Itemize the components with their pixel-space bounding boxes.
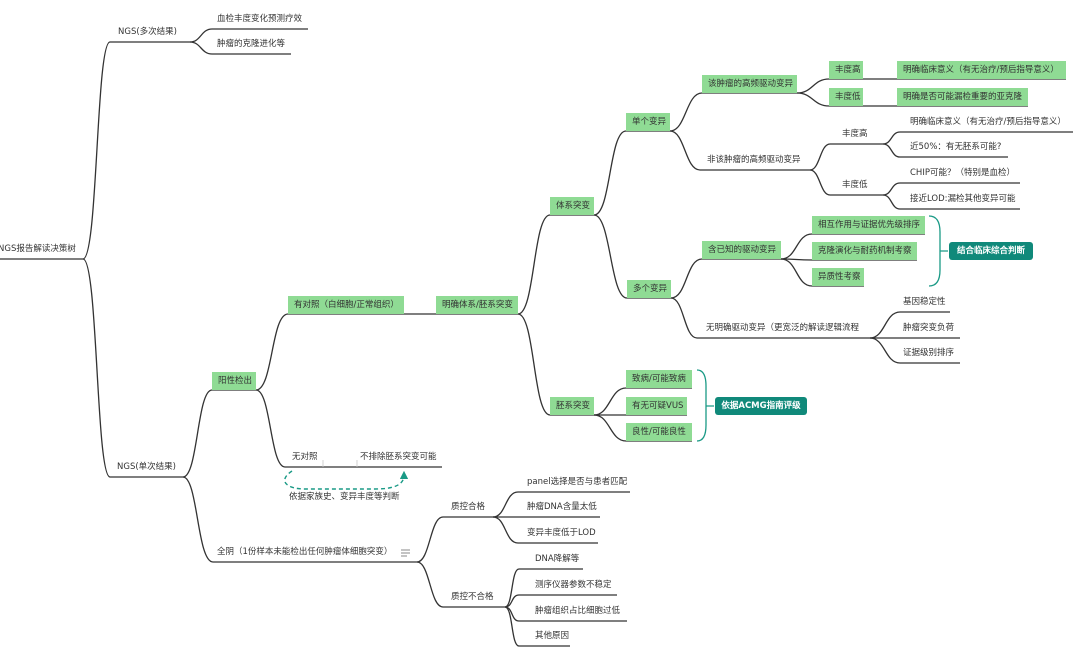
topic-no-driver-child[interactable]: 肿瘤突变负荷 [903,323,955,333]
topic-nt-abundance-low[interactable]: 丰度低 [842,180,868,190]
topic-known-driver-child[interactable]: 异质性考察 [812,268,864,286]
connector-somatic-multiple [593,214,671,299]
connector-known-child-1 [780,233,925,260]
topic-germline-possible[interactable]: 不排除胚系突变可能 [360,452,437,462]
topic-multiple-variants[interactable]: 多个变异 [627,280,671,298]
relationship-label[interactable]: 依据家族史、变异丰度等判断 [288,491,401,503]
topic-positive[interactable]: 阳性检出 [212,372,256,390]
connector-determine-somatic [517,214,594,315]
topic-qc-pass-child[interactable]: 变异丰度低于LOD [527,528,596,538]
summary-bracket-known-driver [928,215,948,287]
connector-qc-fail-child-4 [504,606,570,647]
topic-qc-fail[interactable]: 质控不合格 [451,592,494,602]
topic-multi-results[interactable]: NGS(多次结果) [118,27,177,37]
connector-non-tumor-low [809,169,883,196]
topic-qc-fail-child[interactable]: 肿瘤组织占比细胞过低 [535,606,621,616]
connector-known-child-2 [780,258,917,261]
connector-qc-pass-child-3 [492,516,598,544]
connector-determine-germline [517,313,594,416]
topic-multi-child[interactable]: 血检丰度变化预测疗效 [217,14,303,24]
topic-all-negative[interactable]: 全阴（1份样本未能检出任何肿瘤体细胞突变） [217,547,393,557]
topic-qc-fail-child[interactable]: 测序仪器参数不稳定 [535,580,612,590]
connector-multiple-no-driver [670,297,870,339]
connector-single-negative [182,476,417,563]
connector-positive-with-control [255,313,518,391]
topic-germline-child[interactable]: 有无可疑VUS [626,397,687,415]
connector-negative-qc-pass [416,516,493,563]
topic-germline-child[interactable]: 致病/可能致病 [626,370,692,388]
connector-no-driver-child-3 [869,337,960,364]
connector-germline-child-1 [593,387,692,416]
connector-single-non-tumor-driver [669,130,810,171]
topic-known-driver-child[interactable]: 克隆演化与耐药机制考察 [812,242,917,260]
topic-no-driver-child[interactable]: 证据级别排序 [903,348,955,358]
connector-no-driver-child-1 [869,311,950,339]
connector-negative-qc-fail [416,561,505,608]
topic-with-control[interactable]: 有对照（白细胞/正常组织） [288,296,404,314]
topic-non-tumor-driver[interactable]: 非该肿瘤的高频驱动变异 [707,155,801,165]
topic-nt-abundance-high[interactable]: 丰度高 [842,129,868,139]
topic-known-driver-child[interactable]: 相互作用与证据优先级排序 [812,216,925,234]
topic-qc-fail-child[interactable]: DNA降解等 [535,554,580,564]
connector-multi-child-1 [189,28,308,43]
topic-nt-high-child[interactable]: 近50%：有无胚系可能? [910,142,1002,152]
topic-nt-low-child[interactable]: 接近LOD:漏检其他变异可能 [910,194,1016,204]
topic-germline-child[interactable]: 良性/可能良性 [626,423,692,441]
topic-no-driver-child[interactable]: 基因稳定性 [903,297,946,307]
topic-nt-high-child[interactable]: 明确临床意义（有无治疗/预后指导意义） [910,117,1066,127]
connector-tumor-driver-high [796,78,1066,94]
topic-qc-pass-child[interactable]: 肿瘤DNA含量太低 [527,502,597,512]
topic-qc-fail-child[interactable]: 其他原因 [535,631,570,641]
connector-qc-fail-child-1 [504,568,583,608]
root-topic[interactable]: NGS报告解读决策树 [0,244,76,254]
connector-single-tumor-driver [669,92,797,132]
connector-single-positive [182,389,256,478]
notes-icon[interactable] [401,549,410,557]
connector-non-tumor-high [809,143,883,171]
connector-root-multi [82,41,190,260]
connector-tumor-driver-low [796,92,1028,107]
topic-determine-somatic-germline[interactable]: 明确体系/胚系突变 [436,296,518,314]
connector-multi-child-2 [189,41,291,55]
connector-multiple-known [670,258,781,299]
topic-single-variant[interactable]: 单个变异 [626,113,670,131]
topic-single-result[interactable]: NGS(单次结果) [117,462,176,472]
connector-nt-high-child-1 [882,131,1073,145]
connector-somatic-single [593,130,670,216]
summary-clinical-judgement[interactable]: 结合临床综合判断 [949,242,1033,260]
topic-nt-low-child[interactable]: CHIP可能？（特别是血检） [910,168,1015,178]
connector-known-child-3 [780,258,864,287]
topic-missed-subclone[interactable]: 明确是否可能漏检重要的亚克隆 [897,88,1028,106]
summary-acmg-rating[interactable]: 依据ACMG指南评级 [715,397,807,415]
topic-qc-pass[interactable]: 质控合格 [451,502,486,512]
connector-positive-without-control [255,389,442,468]
topic-known-driver[interactable]: 含已知的驱动变异 [702,241,781,259]
connector-germline-child-3 [593,414,692,442]
topic-tumor-driver[interactable]: 该肿瘤的高频驱动变异 [702,75,797,93]
topic-multi-child[interactable]: 肿瘤的克隆进化等 [217,39,286,49]
topic-no-clear-driver[interactable]: 无明确驱动变异（更宽泛的解读逻辑流程 [706,323,860,333]
topic-clinical-significance[interactable]: 明确临床意义（有无治疗/预后指导意义） [897,61,1066,79]
relationship-arrow[interactable] [284,470,409,490]
topic-abundance-low[interactable]: 丰度低 [829,88,863,106]
connector-nt-low-child-2 [882,194,1020,210]
topic-abundance-high[interactable]: 丰度高 [829,61,863,79]
connector-nt-low-child-1 [882,182,1020,196]
connector-qc-fail-child-2 [504,594,617,608]
connector-qc-pass-child-1 [492,491,630,518]
topic-germline[interactable]: 胚系突变 [550,397,594,415]
connector-root-single [82,258,183,478]
topic-somatic[interactable]: 体系突变 [550,197,594,215]
connector-nt-high-child-2 [882,143,1008,158]
topic-without-control[interactable]: 无对照 [292,452,318,462]
summary-bracket-germline [696,369,714,442]
topic-separator [322,460,358,467]
topic-qc-pass-child[interactable]: panel选择是否与患者匹配 [527,477,628,487]
